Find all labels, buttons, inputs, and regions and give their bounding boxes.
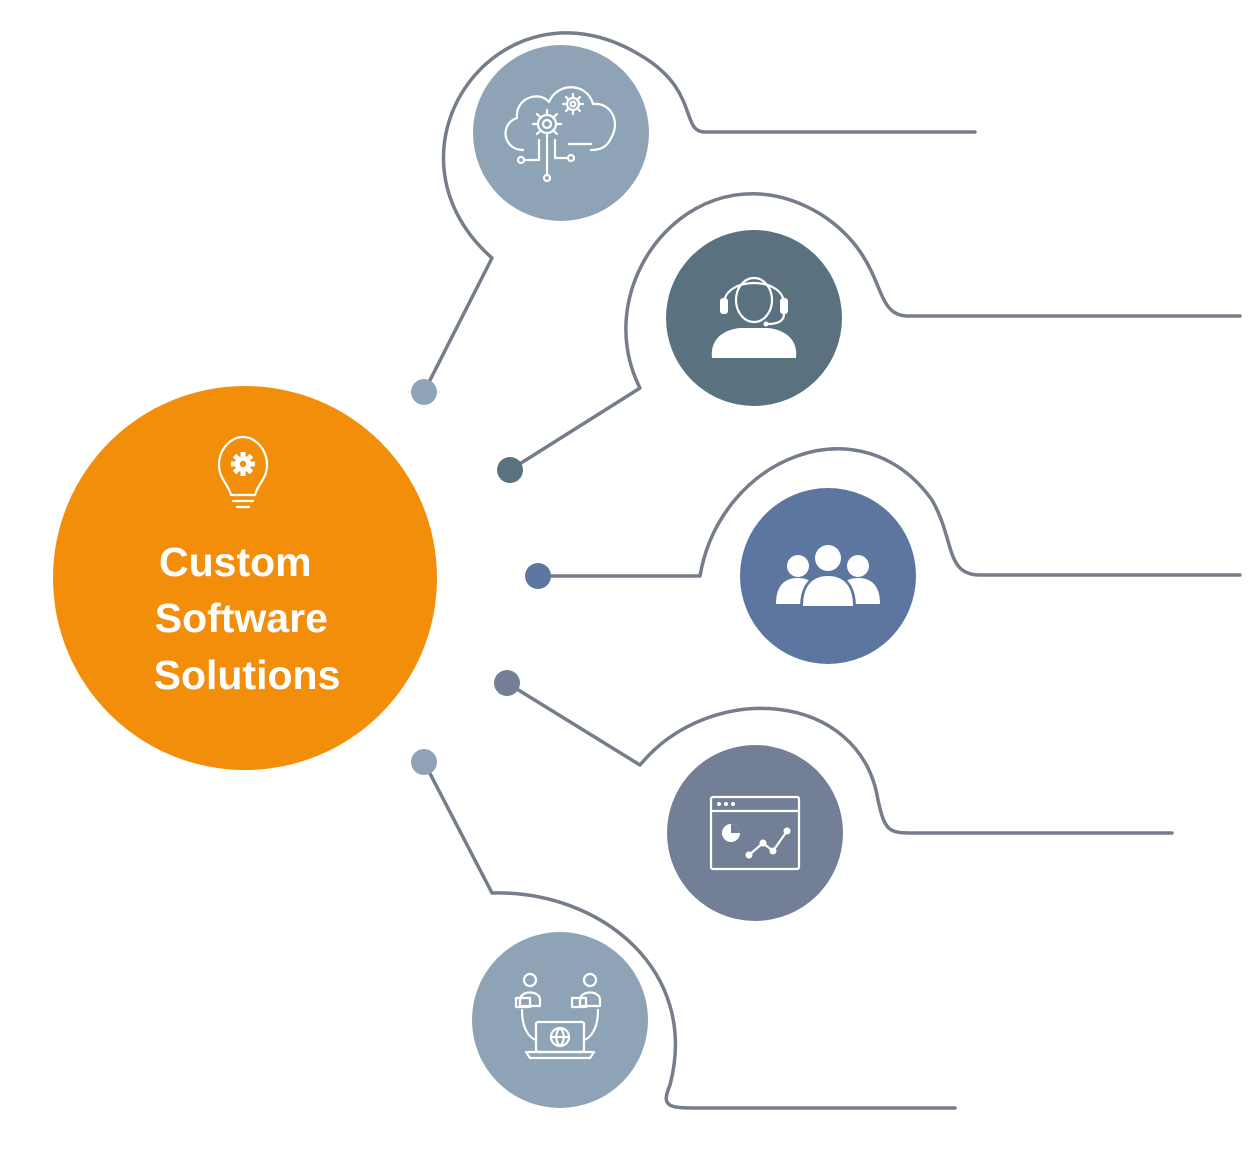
hub: Custom Software Solutions <box>53 386 437 770</box>
node-cloud-circle <box>473 45 649 221</box>
dot-remote <box>411 749 437 775</box>
node-support <box>666 230 842 406</box>
connector-dots <box>411 379 551 775</box>
hub-circle <box>53 386 437 770</box>
dot-cloud <box>411 379 437 405</box>
hub-title-line-1: Custom <box>159 539 312 585</box>
node-analytics-circle <box>667 745 843 921</box>
node-cloud <box>473 45 649 221</box>
dot-team <box>525 563 551 589</box>
node-remote-circle <box>472 932 648 1108</box>
headset-support-icon <box>711 276 797 358</box>
connectors <box>422 31 1242 1110</box>
connector-analytics <box>505 681 1174 835</box>
hub-title-line-2: Software <box>155 595 328 641</box>
team-group-icon <box>776 543 880 608</box>
dot-support <box>497 457 523 483</box>
connector-team <box>536 447 1242 578</box>
remote-collaboration-icon <box>514 972 602 1060</box>
hub-title-line-3: Solutions <box>154 652 341 698</box>
connector-remote <box>422 760 957 1110</box>
analytics-dashboard-icon <box>709 795 801 871</box>
node-remote <box>472 932 648 1108</box>
node-team <box>740 488 916 664</box>
node-analytics <box>667 745 843 921</box>
cloud-gears-icon <box>504 86 617 183</box>
connector-support <box>508 192 1242 472</box>
connector-cloud <box>422 31 977 394</box>
node-support-circle <box>666 230 842 406</box>
hub-title: Custom Software Solutions <box>154 539 341 698</box>
lightbulb-gear-icon <box>217 435 269 509</box>
dot-analytics <box>494 670 520 696</box>
